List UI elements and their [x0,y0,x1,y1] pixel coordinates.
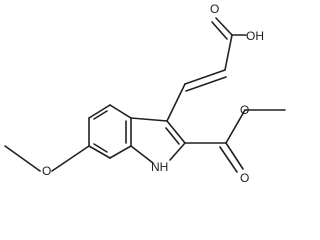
bond [166,83,186,122]
double-bond-inner [211,21,228,40]
bond [184,69,226,85]
bond [88,145,111,159]
bond [109,104,132,119]
bond [225,142,244,170]
methoxy-o-label: O [42,164,51,178]
bond [169,142,186,161]
indole-nh-label: NH [151,160,168,174]
aromatic-inner-bond [93,143,108,153]
carboxylic-o-label: O [210,2,219,16]
bond [215,17,233,36]
aromatic-inner-bond [165,127,180,145]
double-bond-inner [219,146,238,173]
bond [4,145,41,172]
indole-pyrrole-ring [130,117,186,164]
acrylic-acid-chain [166,17,247,122]
bond [130,117,168,122]
bond [224,34,233,71]
bond [109,145,132,159]
bond [51,145,90,172]
ester-alkoxy-o-label: O [240,103,249,117]
chemical-structure: OH O O O O NH [4,2,286,185]
methoxy-group [4,145,90,172]
carboxylic-oh-label: OH [246,29,264,43]
bond [166,120,186,144]
methyl-ester-group [184,109,286,173]
bond [88,104,111,119]
bond [130,145,154,164]
indole-benzene-ring [88,104,132,159]
double-bond-inner [185,76,227,92]
bond [225,109,246,144]
ester-carbonyl-o-label: O [240,171,249,185]
aromatic-inner-bond [93,110,108,120]
